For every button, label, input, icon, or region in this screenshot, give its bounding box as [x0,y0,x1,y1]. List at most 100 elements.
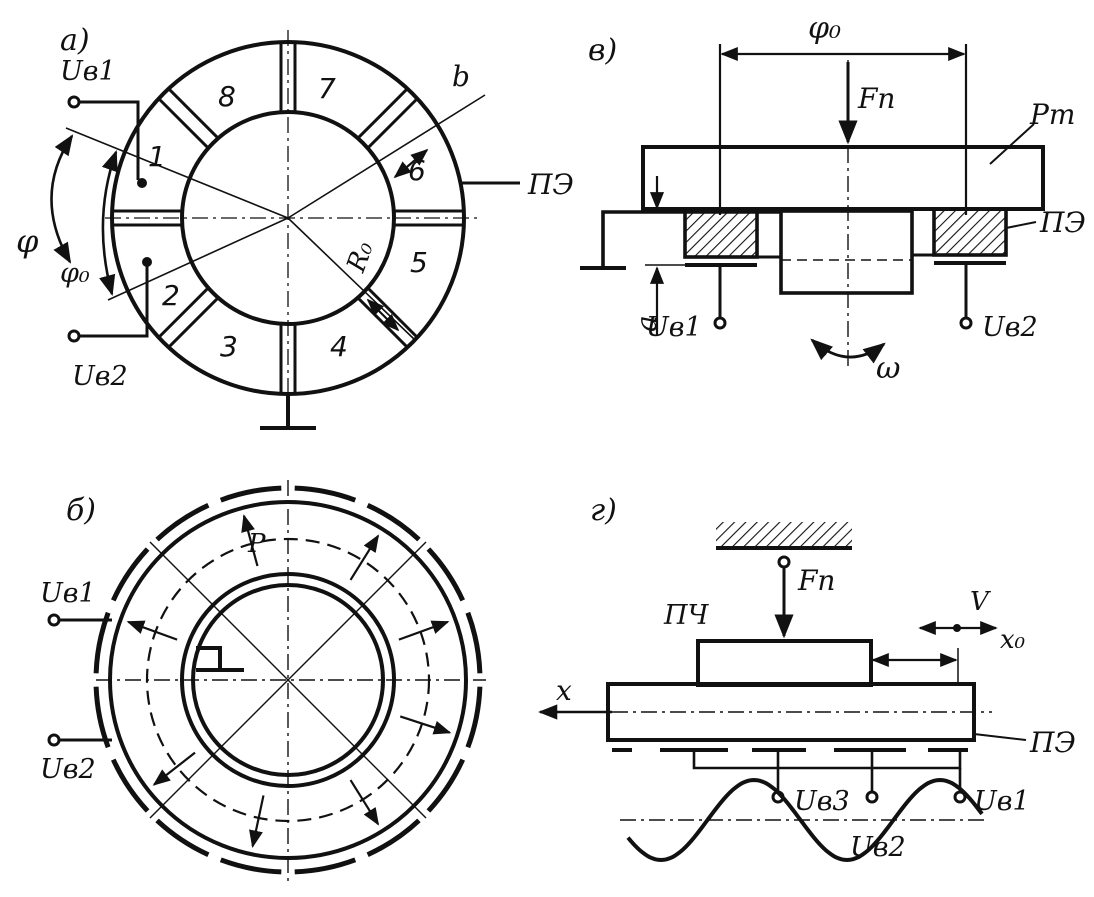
outer-electrode-arc [465,686,483,749]
outer-electrode-arcs [93,485,483,875]
panel-v-rotor-section [580,44,1045,370]
bus-wire [692,752,962,770]
outer-electrode-arc [93,611,111,674]
label-b-u-bottom: Uв2 [40,754,96,785]
pressure-arrow [349,779,380,826]
segment-7: 7 [318,72,336,105]
b-leads [47,613,112,747]
outer-electrode-arc [465,611,483,674]
hub-right-block [910,207,936,257]
segment-4: 4 [330,330,348,363]
lead-wires [67,95,520,343]
omega-arrow [810,338,886,364]
pe-left [683,209,759,259]
slot-edge [167,87,220,140]
outer-electrode-arc [294,857,357,875]
panel-b-radial-motor [47,480,486,885]
slot-edge [356,296,409,349]
outer-electrode-arc [93,686,111,749]
inner-ground [196,646,244,672]
pressure-arrow [241,514,259,567]
ground-symbol [260,394,316,430]
label-v: V [970,587,991,617]
segment-3: 3 [220,330,238,363]
label-u-top: Uв1 [60,56,116,87]
label-a: a [630,315,663,332]
outer-electrode-arc [219,485,282,503]
slider-block [696,639,873,687]
panel-b-labels: б) Uв1 Uв2 P [40,493,266,785]
pressure-arrow [399,715,452,735]
slot-edge [366,97,419,150]
panel-a-tag: а) [60,23,90,58]
segment-5: 5 [410,246,428,279]
label-u1: Uв1 [974,786,1030,817]
label-v-phi0: φ₀ [808,11,841,46]
pressure-arrows [126,514,452,849]
outer-electrode-arc [111,758,150,813]
outer-electrode-arc [111,547,150,602]
label-x0: x₀ [1000,625,1026,655]
label-v-u-right: Uв2 [982,312,1038,343]
outer-electrode-arc [426,758,465,813]
pressure-arrow [349,534,380,581]
label-slider: ПЧ [663,600,710,631]
label-phi: φ [16,222,39,260]
panel-v-tag: в) [588,33,617,68]
label-x: x [556,674,572,707]
outer-electrode-arc [294,485,357,503]
panel-a-labels: а) Uв1 Uв2 φ φ₀ b R₀ ПЭ 1 2 3 4 5 6 7 8 [16,23,574,392]
label-b-u-top: Uв1 [40,578,96,609]
outer-electrode-arc [426,547,465,602]
panel-g-linear-motor [538,522,1027,863]
pressure-arrow [398,620,450,641]
outer-electrode-arc [155,818,210,857]
label-u-bottom: Uв2 [72,361,128,392]
label-g-pe: ПЭ [1029,726,1076,759]
b-axes [96,480,486,885]
label-omega: ω [876,351,900,386]
segment-1: 1 [148,140,166,173]
label-u2: Uв2 [850,832,906,863]
panel-v-labels: в) φ₀ Fп Pт ПЭ a Uв1 Uв2 ω [588,11,1086,386]
outer-electrode-arc [219,857,282,875]
slot-edge [167,296,220,349]
outer-electrode-arc [155,503,210,542]
label-phi0: φ₀ [60,258,90,289]
label-v-u-left: Uв1 [646,312,702,343]
hub [779,209,914,295]
hub-left-block [755,209,783,259]
label-p: P [247,529,266,559]
label-rotor: Pт [1029,98,1075,131]
label-v-pe: ПЭ [1039,206,1086,239]
label-u3: Uв3 [794,786,850,817]
panel-g-labels: г) Fп ПЧ V x₀ x ПЭ Uв3 Uв2 Uв1 [556,493,1076,863]
label-b: b [452,60,470,93]
pressure-arrow [152,751,196,786]
travelling-wave [626,777,984,863]
phi0-dimension [718,44,968,215]
center-axes [105,30,480,400]
panel-g-tag: г) [590,493,617,528]
angle-arcs [50,134,429,332]
label-r0: R₀ [341,237,380,277]
gap-dimension [645,176,685,336]
slot-edge [366,286,419,339]
pe-right [932,207,1008,257]
slot-edge [356,87,409,140]
label-g-force: Fп [797,564,835,597]
pressure-arrow [126,620,178,641]
label-force: Fп [857,82,895,115]
label-pe: ПЭ [527,168,574,201]
outer-electrode-arc [366,818,421,857]
slot-edge [157,286,210,339]
slot-edge [157,97,210,150]
outer-electrode-arc [366,503,421,542]
panel-b-tag: б) [66,493,96,528]
b-diagonals [149,541,427,819]
segment-8: 8 [218,80,236,113]
pressure-arrow [249,795,265,849]
panel-a-ring-motor [50,30,520,430]
segment-6: 6 [408,154,426,187]
